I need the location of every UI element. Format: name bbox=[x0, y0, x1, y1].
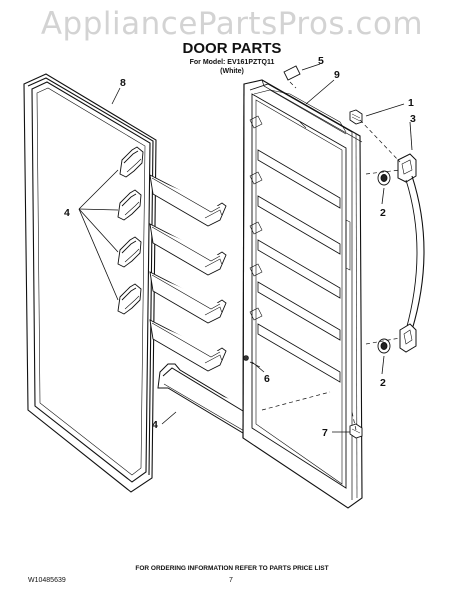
screw-part-6 bbox=[243, 355, 249, 361]
door-bins-part-4-right bbox=[149, 174, 227, 372]
plate-part-5 bbox=[283, 65, 301, 81]
assembly-lines bbox=[249, 81, 401, 431]
callout-2-lower: 2 bbox=[380, 377, 386, 389]
document-number: W10485639 bbox=[28, 577, 66, 584]
callout-5: 5 bbox=[318, 55, 324, 67]
model-subtitle: For Model: EV161PZTQ11 (White) bbox=[0, 58, 464, 76]
model-line: For Model: EV161PZTQ11 bbox=[189, 59, 275, 66]
callout-4-upper: 4 bbox=[64, 207, 70, 219]
callout-9: 9 bbox=[334, 69, 340, 81]
door-assembly bbox=[242, 79, 363, 509]
door-gasket-part-8 bbox=[23, 73, 157, 493]
callout-3: 3 bbox=[410, 113, 416, 125]
callout-4-lower: 4 bbox=[152, 419, 158, 431]
callout-8: 8 bbox=[120, 77, 126, 89]
screw-part-7 bbox=[349, 423, 363, 439]
callout-2-upper: 2 bbox=[380, 207, 386, 219]
screw-part-1 bbox=[349, 109, 363, 125]
color-line: (White) bbox=[220, 68, 244, 75]
ordering-info: FOR ORDERING INFORMATION REFER TO PARTS … bbox=[135, 565, 329, 572]
callout-1: 1 bbox=[408, 97, 414, 109]
door-bins-part-4-left bbox=[117, 146, 144, 315]
page-number: 7 bbox=[229, 577, 233, 584]
watermark: AppliancePartsPros.com bbox=[40, 6, 424, 42]
callout-7: 7 bbox=[322, 427, 328, 439]
washers-part-2 bbox=[377, 170, 391, 354]
callout-numbers: 1 2 2 3 4 4 5 6 7 8 9 bbox=[64, 55, 416, 439]
leader-lines bbox=[78, 63, 413, 433]
page-title: DOOR PARTS bbox=[182, 40, 282, 57]
callout-6: 6 bbox=[264, 373, 270, 385]
door-handle-part-3 bbox=[397, 153, 425, 353]
